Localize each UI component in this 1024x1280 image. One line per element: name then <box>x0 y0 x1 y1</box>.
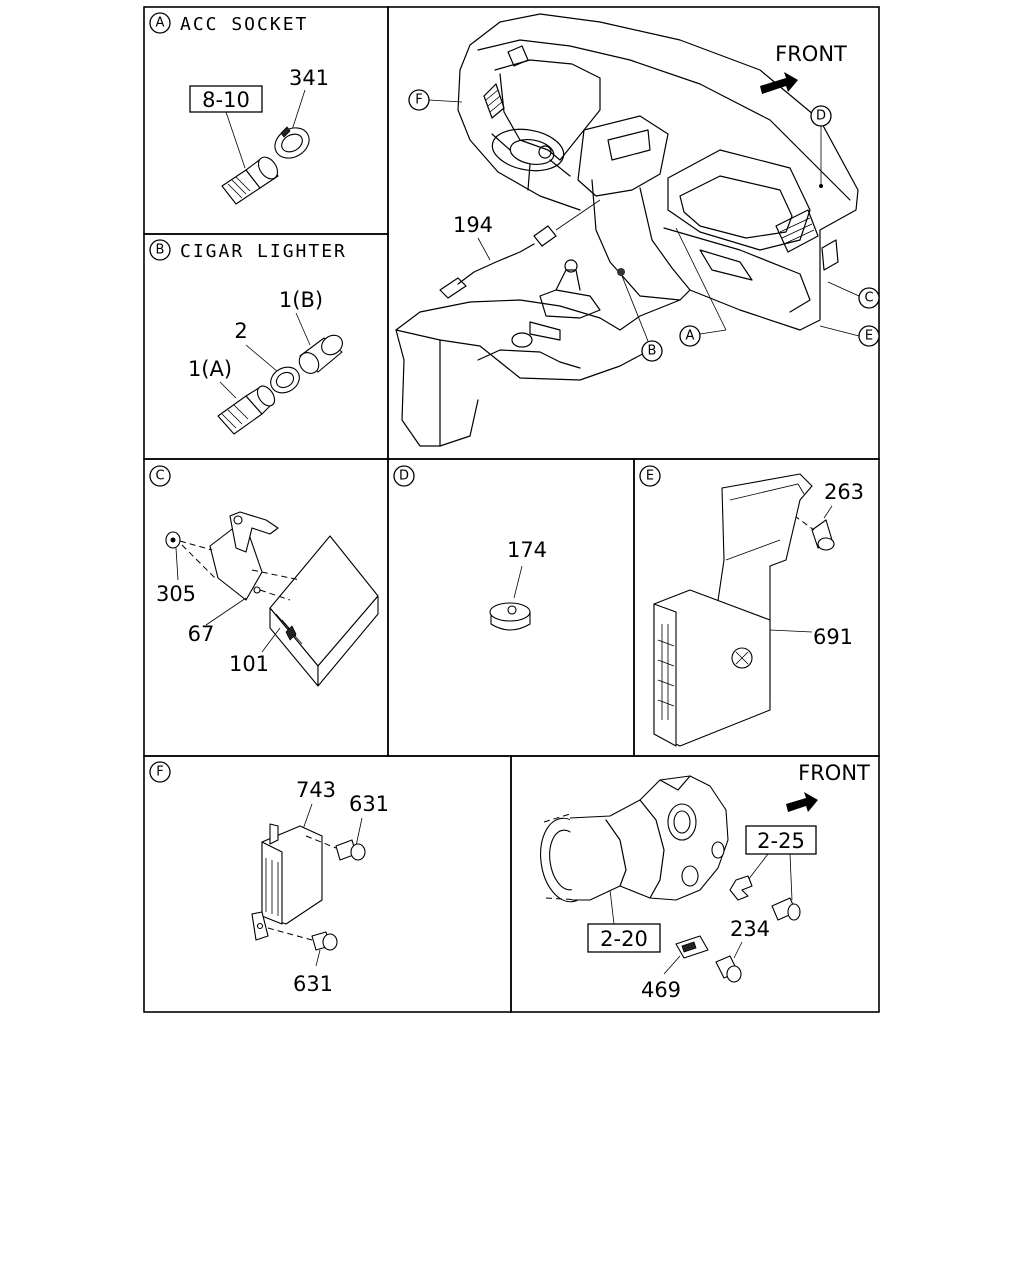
cigar-lighter-socket <box>217 385 276 435</box>
buzzer-174 <box>489 602 531 631</box>
panel-a-marker: A <box>156 16 165 31</box>
part-label-691: 691 <box>813 625 853 649</box>
panel-acc-socket: A ACC SOCKET 8-10 341 <box>149 12 329 205</box>
callout-d: D <box>816 109 826 124</box>
callout-c: C <box>864 291 873 306</box>
transmission-housing <box>540 775 729 903</box>
panel-b-title: CIGAR LIGHTER <box>180 241 347 262</box>
part-label-631-top: 631 <box>349 792 389 816</box>
front-arrow-main <box>760 72 798 94</box>
ref-box-2-25 <box>745 825 817 855</box>
ref-box-8-10 <box>189 85 263 113</box>
part-label-194: 194 <box>453 213 493 237</box>
panel-cigar-lighter: B CIGAR LIGHTER 1(B) 2 1(A) <box>149 239 347 435</box>
panel-c: C 305 67 101 <box>149 465 379 687</box>
panel-frames <box>143 6 880 1013</box>
cigar-lighter-ring <box>270 366 300 394</box>
part-label-67: 67 <box>188 622 215 646</box>
callout-f: F <box>415 93 422 108</box>
part-label-174: 174 <box>507 538 547 562</box>
panel-b-marker: B <box>156 243 165 258</box>
part-label-1a: 1(A) <box>188 357 232 381</box>
callout-e: E <box>865 329 873 344</box>
panel-e-marker: E <box>646 469 654 484</box>
ref-label-2-25: 2-25 <box>757 829 805 853</box>
acc-socket-ring <box>274 126 310 159</box>
panel-f: F 743 631 631 <box>149 761 389 996</box>
panel-a-title: ACC SOCKET <box>180 14 308 35</box>
part-label-469: 469 <box>641 978 681 1002</box>
part-label-2: 2 <box>234 319 247 343</box>
marker-c-circle <box>149 465 171 487</box>
part-label-305: 305 <box>156 582 196 606</box>
part-label-101: 101 <box>229 652 269 676</box>
marker-d-circle <box>393 465 415 487</box>
panel-dashboard: FRONT <box>395 13 880 447</box>
panel-transmission: FRONT 2-25 2-20 234 469 <box>540 761 870 1002</box>
panel-c-marker: C <box>155 469 164 484</box>
panel-d: D 174 <box>393 465 547 631</box>
callout-c-circle <box>858 287 880 309</box>
part-label-743: 743 <box>296 778 336 802</box>
panel-e: E 263 691 <box>639 465 864 747</box>
ref-box-2-20 <box>587 923 661 953</box>
callout-b-circle <box>641 340 663 362</box>
marker-b-circle <box>149 239 171 261</box>
part-label-263: 263 <box>824 480 864 504</box>
cigar-lighter-knob <box>298 334 343 374</box>
acc-socket-plug <box>221 156 279 205</box>
panel-f-marker: F <box>156 765 163 780</box>
part-label-631-bottom: 631 <box>293 972 333 996</box>
ref-label-2-20: 2-20 <box>600 927 648 951</box>
part-label-234: 234 <box>730 917 770 941</box>
part-label-341: 341 <box>289 66 329 90</box>
callout-b: B <box>648 344 657 359</box>
marker-a-circle <box>149 12 171 34</box>
callout-a-circle <box>679 325 701 347</box>
part-label-1b: 1(B) <box>279 288 323 312</box>
front-label-main: FRONT <box>775 42 847 66</box>
panel-d-marker: D <box>399 469 409 484</box>
marker-e-circle <box>639 465 661 487</box>
ref-label-8-10: 8-10 <box>202 88 250 112</box>
front-label-transmission: FRONT <box>798 761 870 785</box>
front-arrow-transmission <box>786 792 818 812</box>
callout-a: A <box>686 329 695 344</box>
marker-f-circle <box>149 761 171 783</box>
